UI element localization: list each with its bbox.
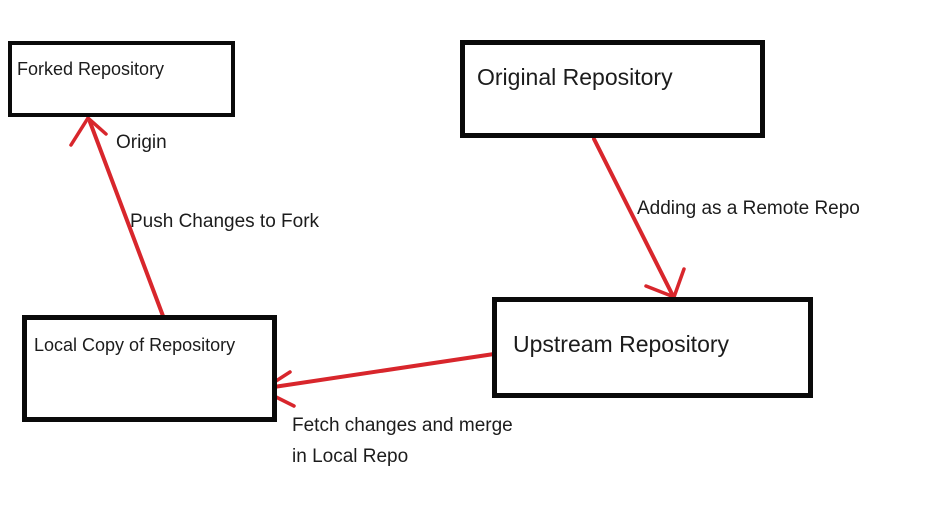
node-label: Local Copy of Repository <box>34 335 236 355</box>
edge-label-push-changes-to-fork: Push Changes to Fork <box>130 211 320 232</box>
edge-label-adding-as-remote-repo: Adding as a Remote Repo <box>637 198 860 219</box>
node-label: Original Repository <box>477 64 673 90</box>
node-label: Forked Repository <box>17 59 165 79</box>
edge-label-line1: Fetch changes and merge <box>292 415 513 436</box>
node-local-copy-repository: Local Copy of Repository <box>22 315 277 422</box>
edge-label-origin: Origin <box>116 132 167 153</box>
edge-label-line2: in Local Repo <box>292 446 409 467</box>
node-forked-repository: Forked Repository <box>8 41 235 117</box>
node-label: Upstream Repository <box>513 331 730 357</box>
arrow-upstream-to-local <box>260 352 496 408</box>
edge-label-fetch-and-merge: Fetch changes and merge in Local Repo <box>292 410 513 472</box>
node-upstream-repository: Upstream Repository <box>492 297 813 398</box>
node-original-repository: Original Repository <box>460 40 765 138</box>
